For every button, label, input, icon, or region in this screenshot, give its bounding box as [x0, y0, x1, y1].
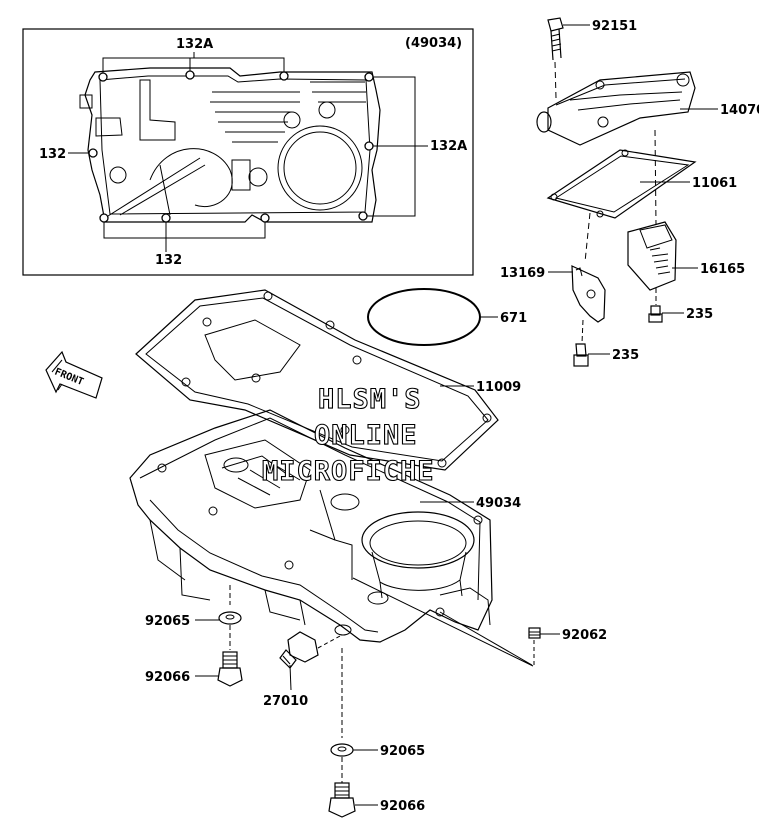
bracket-13169 [548, 265, 606, 323]
label-92066-lower: 92066 [380, 799, 425, 814]
bolt-dot [364, 72, 374, 82]
watermark-line1: HLSM'S [318, 384, 422, 415]
gasket-11061 [546, 149, 697, 219]
label-92065-upper: 92065 [145, 614, 190, 629]
label-13169: 13169 [500, 266, 545, 281]
bolt-dot [358, 211, 368, 221]
label-11061: 11061 [692, 176, 737, 191]
label-235-right: 235 [686, 307, 713, 322]
label-16165: 16165 [700, 262, 745, 277]
oil-pan-49034 [129, 409, 493, 643]
bolt-dot [185, 70, 195, 80]
label-14070: 14070 [720, 103, 759, 118]
bolt-92151 [547, 17, 590, 61]
o-ring-671 [367, 288, 498, 346]
bolt-235-bottom [573, 343, 610, 367]
label-49034: 49034 [476, 496, 521, 511]
washer-92065-upper [195, 611, 242, 625]
watermark: HLSM'S ONLINE MICROFICHE [261, 383, 435, 487]
gasket-11009 [135, 289, 499, 471]
bolt-dot [279, 71, 289, 81]
watermark-line3: MICROFICHE [262, 456, 435, 487]
inset-frame [22, 28, 474, 276]
inset-leaders [68, 52, 428, 252]
bolt-92066-upper [195, 651, 243, 687]
label-92062: 92062 [562, 628, 607, 643]
inset-bolts [88, 70, 374, 223]
cover-14070 [536, 71, 718, 146]
label-132a-right: 132A [430, 139, 467, 154]
inset-pan-outline [79, 67, 381, 223]
label-132-left: 132 [39, 147, 66, 162]
label-671: 671 [500, 311, 527, 326]
label-235-bottom: 235 [612, 348, 639, 363]
label-92151: 92151 [592, 19, 637, 34]
front-arrow: FRONT [45, 350, 103, 399]
bolt-dot [364, 141, 374, 151]
label-11009: 11009 [476, 380, 521, 395]
inset-bolt-pattern: (49034) [22, 28, 474, 276]
bolt-235-right [648, 305, 684, 323]
bolt-92066-lower [328, 782, 378, 818]
bolt-dot [161, 213, 171, 223]
label-92065-lower: 92065 [380, 744, 425, 759]
label-132-bottom: 132 [155, 253, 182, 268]
watermark-line2: ONLINE [314, 420, 418, 451]
plug-92062 [528, 627, 560, 665]
switch-27010 [279, 631, 341, 691]
label-92066-upper: 92066 [145, 670, 190, 685]
bolt-dot [260, 213, 270, 223]
front-label: FRONT [53, 367, 85, 388]
washer-92065-lower [330, 743, 378, 757]
part-16165 [627, 221, 698, 291]
bolt-dot [99, 213, 109, 223]
label-132a-top: 132A [176, 37, 213, 52]
bolt-dot [88, 148, 98, 158]
inset-ref-label: (49034) [405, 36, 462, 51]
bolt-dot [98, 72, 108, 82]
label-27010: 27010 [263, 694, 308, 709]
